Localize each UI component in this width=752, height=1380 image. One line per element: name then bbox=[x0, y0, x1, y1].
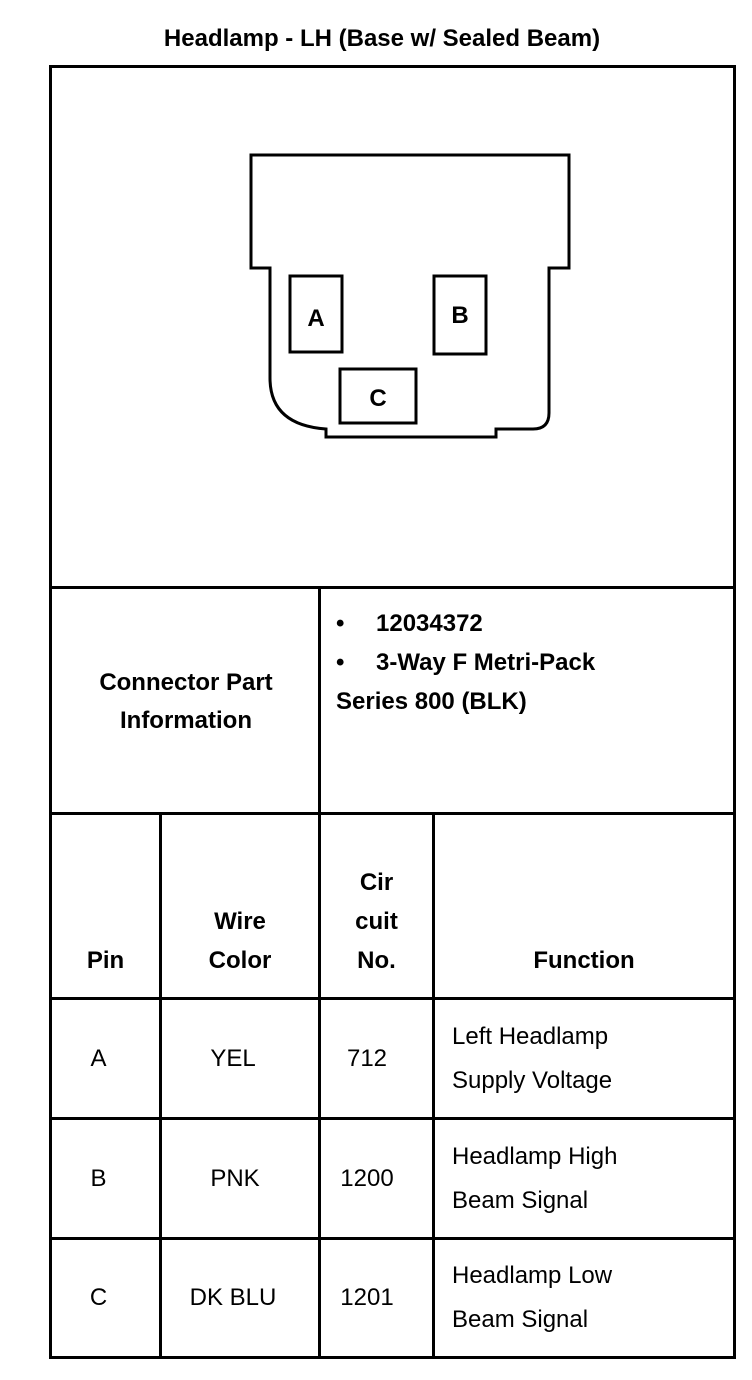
pin-a-label: A bbox=[307, 305, 324, 332]
connector-diagram: A B C bbox=[249, 153, 571, 439]
row-c-pin: C bbox=[89, 1284, 108, 1311]
row-a-function-line1: Left Headlamp bbox=[452, 1022, 609, 1050]
row-b-pin: B bbox=[90, 1164, 107, 1192]
bullet-icon: • bbox=[336, 649, 345, 676]
row-c-function: Headlamp Low Beam Signal bbox=[435, 1240, 733, 1356]
row-c-function-line1: Headlamp Low bbox=[452, 1262, 613, 1289]
row-a-wire: YEL bbox=[210, 1044, 256, 1072]
header-function: Function bbox=[435, 816, 733, 998]
connector-part-info: • 12034372 • 3-Way F Metri-Pack Series 800… bbox=[336, 604, 732, 721]
header-function-text: Function bbox=[533, 947, 635, 974]
row-a-function: Left Headlamp Supply Voltage bbox=[435, 1000, 733, 1117]
pin-c-box bbox=[338, 367, 418, 425]
table-border-top bbox=[49, 65, 736, 68]
row-a-bottom-border bbox=[49, 1117, 736, 1120]
connector-outline bbox=[249, 153, 571, 439]
column-divider-wire bbox=[318, 586, 321, 1359]
pin-c-label: C bbox=[369, 385, 386, 412]
pin-b-label: B bbox=[451, 302, 468, 329]
page-title: Headlamp - LH (Base w/ Sealed Beam) bbox=[163, 25, 601, 52]
row-b-function: Headlamp High Beam Signal bbox=[435, 1120, 733, 1237]
row-a-function-line2: Supply Voltage bbox=[452, 1066, 613, 1094]
row-b-function-line1: Headlamp High bbox=[452, 1142, 618, 1170]
row-c-wire: DK BLU bbox=[189, 1284, 277, 1311]
pin-a-box bbox=[288, 274, 344, 354]
header-circuit-line3: No. bbox=[357, 947, 396, 974]
column-divider-pin bbox=[159, 812, 162, 1359]
table-border-bottom bbox=[49, 1356, 736, 1359]
header-pin-text: Pin bbox=[86, 947, 125, 974]
header-wire-line1: Wire bbox=[214, 908, 266, 935]
pin-b-box bbox=[432, 274, 488, 356]
part-label-line1: Connector Part bbox=[99, 669, 273, 696]
bullet-icon: • bbox=[336, 610, 345, 637]
row-b-bottom-border bbox=[49, 1237, 736, 1240]
header-pin: Pin bbox=[52, 816, 159, 998]
row-c-function-line2: Beam Signal bbox=[452, 1306, 589, 1333]
row-b-wire: PNK bbox=[210, 1164, 260, 1192]
header-circuit-no: Cir cuit No. bbox=[321, 816, 432, 998]
part-label-line2: Information bbox=[119, 707, 252, 734]
row-a-pin: A bbox=[90, 1044, 107, 1072]
connector-part-label: Connector Part Information bbox=[52, 590, 320, 814]
header-wire-color: Wire Color bbox=[162, 816, 318, 998]
row-a-circuit: 712 bbox=[346, 1044, 388, 1072]
header-wire-line2: Color bbox=[208, 947, 272, 974]
part-number-line: • 12034372 bbox=[336, 604, 732, 643]
header-circuit-line2: cuit bbox=[355, 908, 398, 935]
diagram-bottom-border bbox=[49, 586, 736, 589]
table-border-left bbox=[49, 65, 52, 1359]
part-description-line: • 3-Way F Metri-Pack bbox=[336, 643, 732, 682]
row-c-circuit: 1201 bbox=[340, 1284, 394, 1311]
header-circuit-line1: Cir bbox=[359, 869, 394, 896]
table-border-right bbox=[733, 65, 736, 1359]
row-b-circuit: 1200 bbox=[340, 1164, 394, 1192]
part-info-bottom-border bbox=[49, 812, 736, 815]
column-divider-circuit bbox=[432, 812, 435, 1359]
part-description: 3-Way F Metri-Pack bbox=[376, 649, 596, 676]
row-b-function-line2: Beam Signal bbox=[452, 1186, 589, 1214]
part-number: 12034372 bbox=[376, 610, 483, 637]
part-description-cont: Series 800 (BLK) bbox=[336, 688, 527, 715]
header-bottom-border bbox=[49, 997, 736, 1000]
